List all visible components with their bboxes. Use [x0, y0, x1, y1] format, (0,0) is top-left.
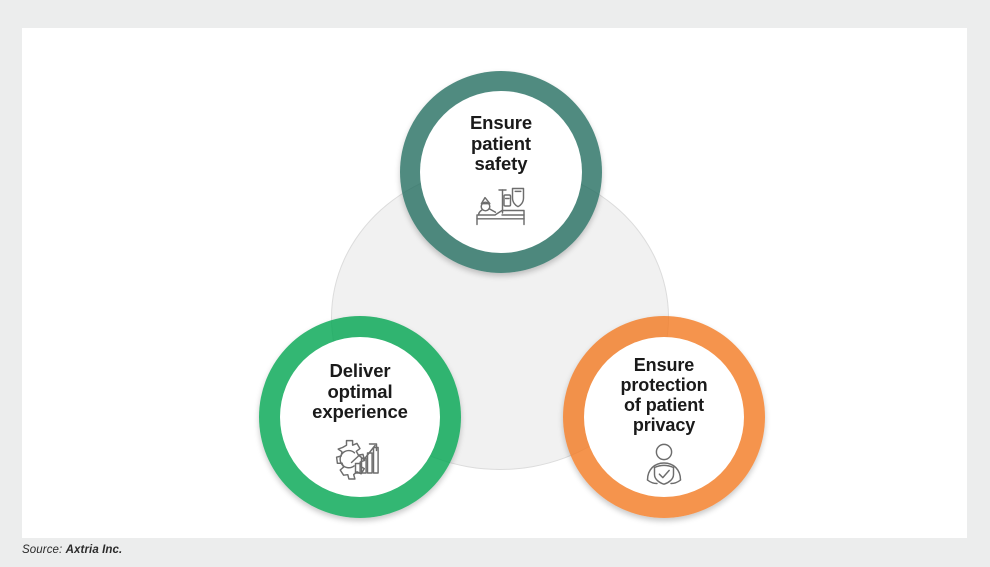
gear-bar-chart-growth-icon [335, 434, 385, 480]
node-ensure-protection-of-patient-privacy[interactable]: Ensure protection of patient privacy [563, 316, 765, 518]
experience-disc: Deliver optimal experience [280, 337, 440, 497]
node-ensure-patient-safety[interactable]: Ensure patient safety [400, 71, 602, 273]
privacy-label: Ensure protection of patient privacy [620, 355, 708, 436]
person-shield-check-icon [642, 443, 686, 485]
privacy-disc: Ensure protection of patient privacy [584, 337, 744, 497]
source-prefix: Source: [22, 544, 63, 556]
safety-label: Ensure patient safety [469, 112, 533, 175]
safety-disc: Ensure patient safety [420, 91, 582, 253]
slide-canvas: Ensure patient safety [22, 28, 967, 538]
experience-label: Deliver optimal experience [312, 360, 408, 423]
source-note: Source: Axtria Inc. [22, 544, 122, 556]
node-deliver-optimal-experience[interactable]: Deliver optimal experience [259, 316, 461, 518]
hospital-bed-patient-shield-icon [472, 184, 530, 228]
source-name: Axtria Inc. [65, 544, 123, 556]
